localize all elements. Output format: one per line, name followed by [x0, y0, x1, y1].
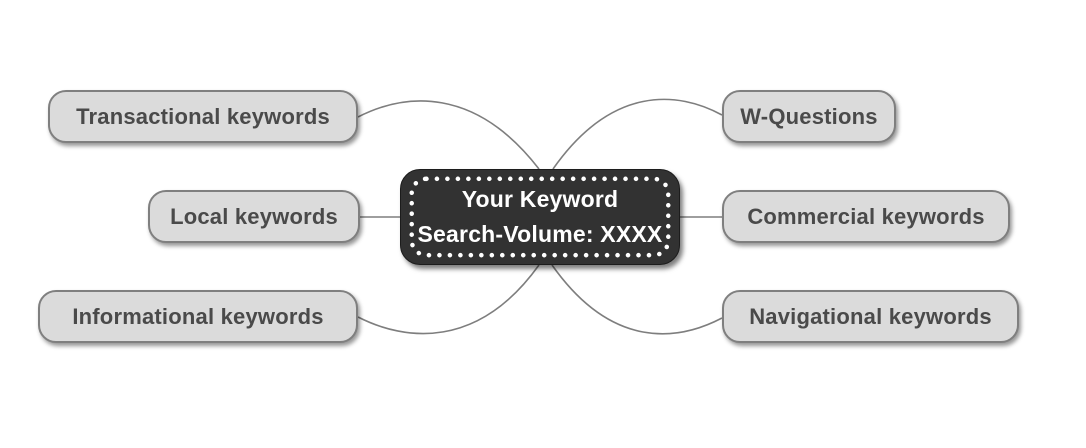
node-local-keywords: Local keywords	[148, 190, 360, 243]
node-label: Navigational keywords	[749, 303, 992, 329]
connector-navigational	[551, 264, 723, 335]
node-label: Commercial keywords	[747, 203, 985, 229]
center-title-line2: Search-Volume: XXXX	[417, 221, 663, 247]
node-label: Informational keywords	[72, 303, 324, 329]
center-title-line1: Your Keyword	[461, 186, 619, 212]
node-label: Transactional keywords	[76, 103, 330, 129]
node-informational-keywords: Informational keywords	[38, 290, 358, 343]
node-commercial-keywords: Commercial keywords	[722, 190, 1010, 243]
connector-transactional	[357, 100, 540, 170]
connector-informational	[357, 264, 540, 335]
node-label: Local keywords	[170, 203, 338, 229]
node-transactional-keywords: Transactional keywords	[48, 90, 358, 143]
node-label: W-Questions	[740, 103, 878, 129]
connector-wquestions	[552, 98, 723, 170]
node-navigational-keywords: Navigational keywords	[722, 290, 1019, 343]
node-center-keyword: Your Keyword Search-Volume: XXXX	[400, 169, 680, 265]
node-w-questions: W-Questions	[722, 90, 896, 143]
